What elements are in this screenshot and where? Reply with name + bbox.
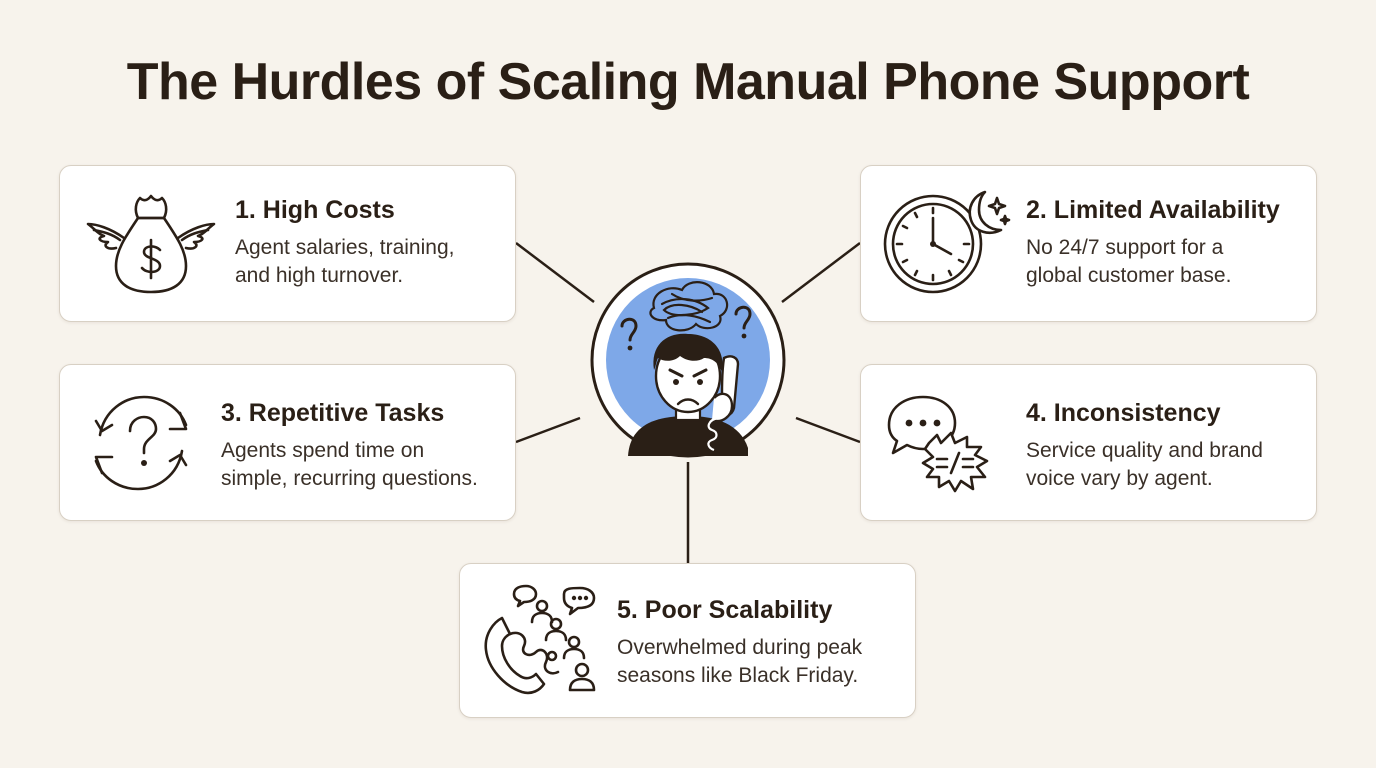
card-poor-scalability: 5. Poor Scalability Overwhelmed during p… — [459, 563, 916, 718]
card-inconsistency: 4. Inconsistency Service quality and bra… — [860, 364, 1317, 521]
speech-bubbles-not-equal-icon — [887, 395, 989, 493]
connector-4 — [795, 416, 861, 444]
card-title: 5. Poor Scalability — [617, 596, 833, 624]
card-description: Agents spend time on simple, recurring q… — [221, 439, 478, 490]
card-limited-availability: 2. Limited Availability No 24/7 support … — [860, 165, 1317, 322]
connector-1 — [515, 242, 595, 303]
connector-3 — [515, 416, 581, 444]
connector-2 — [781, 242, 861, 303]
card-title: 2. Limited Availability — [1026, 196, 1280, 224]
card-description: No 24/7 support for a global customer ba… — [1026, 236, 1232, 287]
clock-moon-icon — [883, 190, 1011, 294]
card-title: 3. Repetitive Tasks — [221, 399, 445, 427]
card-description: Overwhelmed during peak seasons like Bla… — [617, 636, 863, 687]
card-title: 4. Inconsistency — [1026, 399, 1221, 427]
stressed-agent-on-phone-icon — [590, 262, 786, 458]
phone-crowd-icon — [484, 584, 596, 695]
winged-money-bag-icon — [86, 194, 216, 294]
card-description: Service quality and brand voice vary by … — [1026, 439, 1263, 490]
card-repetitive-tasks: 3. Repetitive Tasks Agents spend time on… — [59, 364, 516, 521]
page-title: The Hurdles of Scaling Manual Phone Supp… — [126, 53, 1250, 111]
card-description: Agent salaries, training, and high turno… — [235, 236, 455, 287]
card-high-costs: 1. High Costs Agent salaries, training, … — [59, 165, 516, 322]
card-title: 1. High Costs — [235, 196, 395, 224]
recurring-question-icon — [94, 395, 188, 491]
